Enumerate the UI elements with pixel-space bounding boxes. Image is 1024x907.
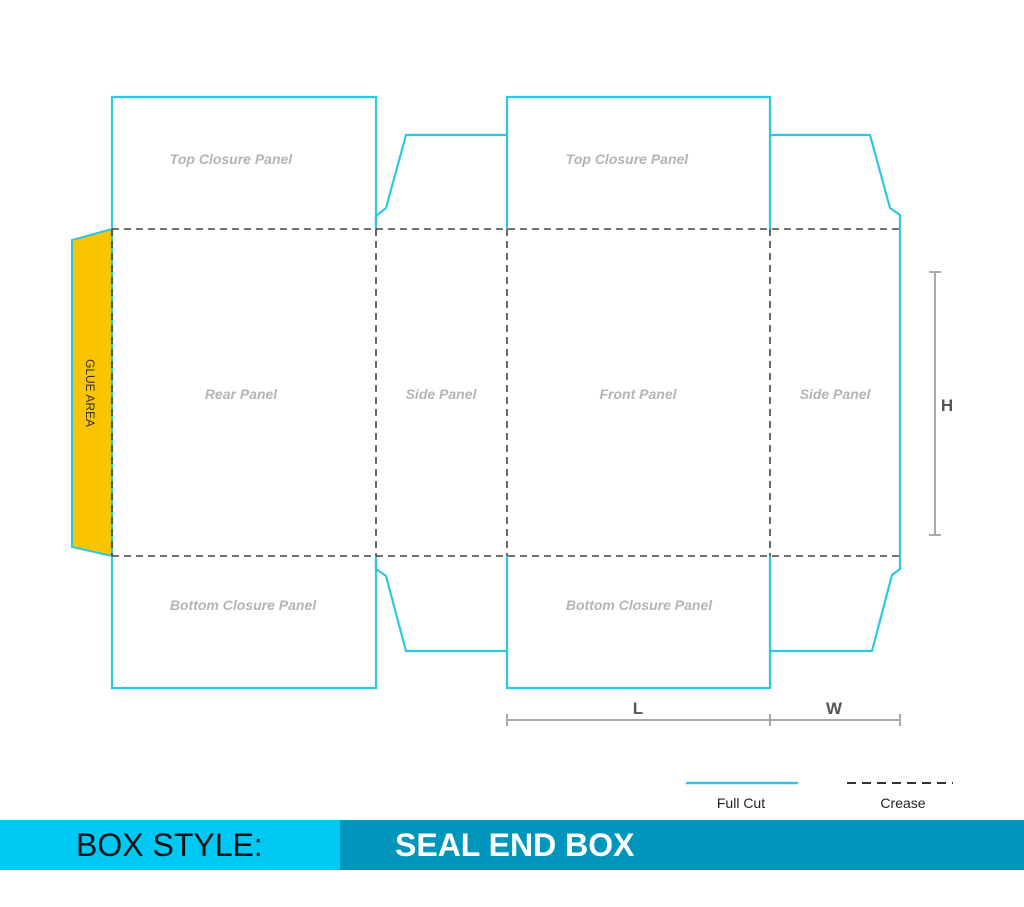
glue-area-label: GLUE AREA	[83, 359, 97, 427]
legend-crease-label: Crease	[880, 795, 925, 811]
label-top-closure-left: Top Closure Panel	[170, 151, 294, 167]
cut-left-side-top-flap	[374, 133, 507, 229]
dimension-h-label: H	[941, 396, 953, 415]
label-rear-panel: Rear Panel	[205, 386, 278, 402]
banner-value: SEAL END BOX	[395, 826, 635, 863]
box-style-banner: BOX STYLE: SEAL END BOX	[0, 820, 1024, 870]
label-front-panel: Front Panel	[599, 386, 677, 402]
legend-full-cut-label: Full Cut	[717, 795, 765, 811]
banner-value-section: SEAL END BOX	[340, 820, 1024, 870]
label-side-panel-left: Side Panel	[406, 386, 478, 402]
cut-front-panel	[505, 95, 772, 690]
cut-left-side-bottom-flap	[374, 556, 507, 653]
dimension-h-line	[929, 271, 941, 536]
label-bottom-closure-right: Bottom Closure Panel	[566, 597, 713, 613]
label-side-panel-right: Side Panel	[800, 386, 872, 402]
dimension-l-label: L	[633, 699, 643, 718]
dimension-w-label: W	[826, 699, 843, 718]
label-bottom-closure-left: Bottom Closure Panel	[170, 597, 317, 613]
cut-right-side	[770, 133, 902, 653]
label-top-closure-right: Top Closure Panel	[566, 151, 690, 167]
banner-label: BOX STYLE:	[76, 826, 263, 863]
dimension-w-line	[770, 714, 901, 726]
banner-label-section: BOX STYLE:	[0, 820, 340, 870]
